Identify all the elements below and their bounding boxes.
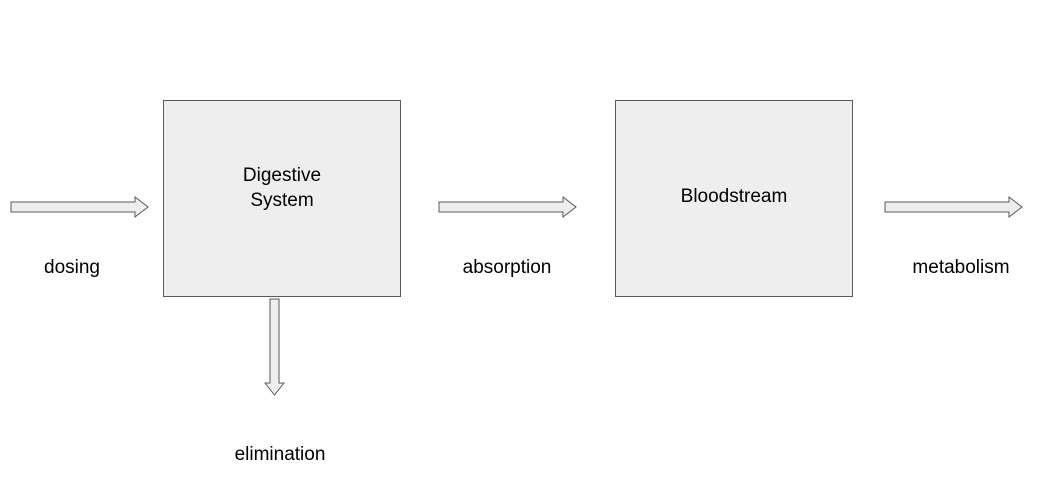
metabolism-label: metabolism <box>912 257 1010 278</box>
bloodstream-label: Bloodstream <box>680 185 788 207</box>
digestive-system-box: Digestive System <box>163 100 401 297</box>
metabolism-arrow <box>884 196 1023 219</box>
absorption-arrow <box>438 196 577 219</box>
digestive-system-label: Digestive System <box>242 164 322 211</box>
elimination-arrow <box>264 298 286 396</box>
dosing-arrow <box>10 196 149 219</box>
absorption-label: absorption <box>462 257 552 278</box>
bloodstream-box: Bloodstream <box>615 100 853 297</box>
elimination-label: elimination <box>234 444 326 465</box>
dosing-label: dosing <box>44 257 100 278</box>
